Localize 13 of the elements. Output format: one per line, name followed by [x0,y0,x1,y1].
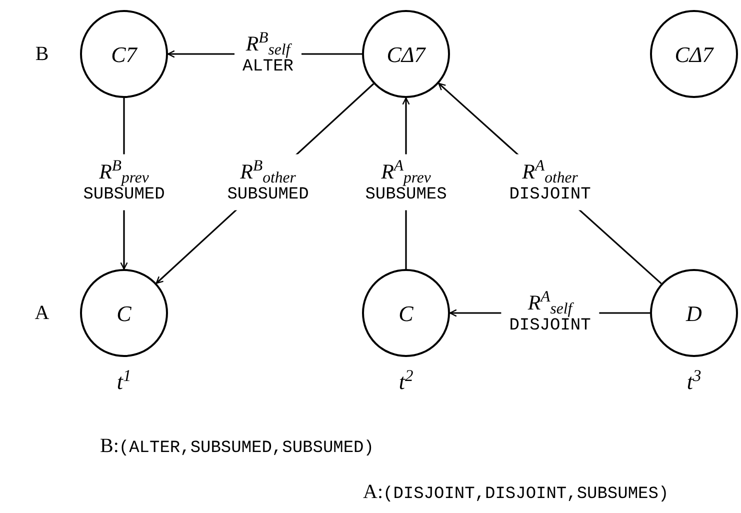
sequence-note: B:(ALTER,SUBSUMED,SUBSUMED) [100,434,374,460]
time-label: t$^{3}$ [686,371,702,393]
time-label: t$^{1}$ [116,371,132,393]
state-label: C7 [111,40,137,68]
row-label: B [35,42,49,67]
state-label: CΔ7 [674,40,714,68]
time-label: t$^{2}$ [398,371,414,393]
state-label: D [686,300,702,328]
row-label: A [34,301,50,326]
sequence-note: A:(DISJOINT,DISJOINT,SUBSUMES) [363,480,669,506]
state-label: CΔ7 [386,40,426,68]
state-label: C [116,300,132,328]
state-label: C [398,300,414,328]
